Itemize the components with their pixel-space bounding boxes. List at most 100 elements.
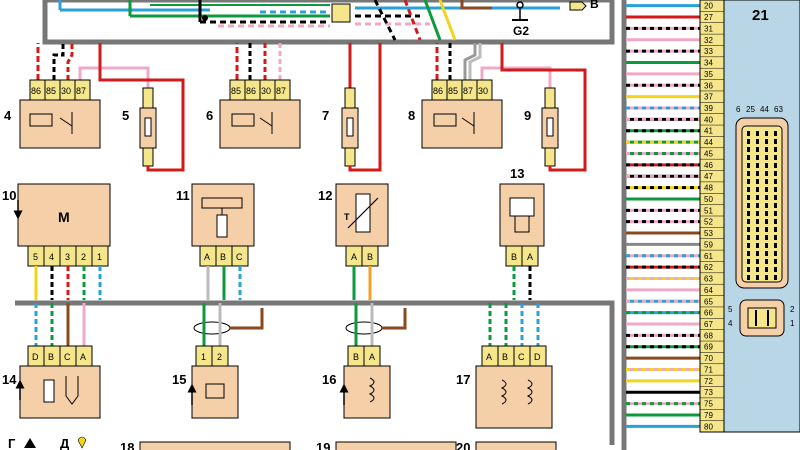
sensor-17: A B C D 17 (456, 303, 553, 429)
ecu-connector-contact (774, 187, 777, 192)
ecu-pin-61: 61 (704, 252, 713, 261)
sensor-16-pin-b: B (353, 352, 359, 362)
ecu-connector-contact (774, 171, 777, 176)
label-21: 21 (752, 7, 769, 24)
temperature-symbol: T (344, 212, 350, 222)
ecu-connector-contact (774, 195, 777, 200)
ecu-pin-36: 36 (704, 81, 713, 90)
motor-10-pin-1: 1 (97, 252, 102, 262)
ecu-conn-left-4: 4 (728, 319, 733, 328)
ground-g2: G2 (512, 1, 529, 38)
ecu-connector-contact (765, 251, 768, 256)
ecu-connector-contact (774, 267, 777, 272)
relay-8-pin-85: 85 (448, 86, 458, 96)
relay-8-pin-30: 30 (478, 86, 488, 96)
ecu-connector-contact (747, 139, 750, 144)
ecu-connector-contact (765, 179, 768, 184)
ecu-conn-top-6: 6 (736, 105, 741, 114)
ecu-connector-contact (756, 243, 759, 248)
ecu-conn-top-25: 25 (746, 105, 755, 114)
fuse-5: 5 (98, 43, 185, 172)
ecu-connector-contact (774, 235, 777, 240)
ecu-connector-contact (747, 155, 750, 160)
motor-symbol: M (58, 209, 70, 225)
sensor-16: B A 16 (322, 303, 407, 419)
label-12: 12 (318, 188, 332, 203)
ecu-connector-contact (756, 203, 759, 208)
label-13: 13 (510, 166, 524, 181)
label-15: 15 (172, 372, 186, 387)
ecu-pin-67: 67 (704, 320, 713, 329)
fuse-7: 7 (322, 43, 382, 172)
ecu-pin-51: 51 (704, 206, 713, 215)
ecu-conn-top-44: 44 (760, 105, 769, 114)
ecu-pin-47: 47 (704, 172, 713, 181)
ecu-connector-contact (774, 139, 777, 144)
sensor-13: B A 13 (499, 166, 545, 300)
ecu-pin-31: 31 (704, 24, 713, 33)
label-18: 18 (120, 440, 134, 450)
ecu-connector-contact (774, 227, 777, 232)
ecu-connector-contact (774, 203, 777, 208)
connector-b-label: B (590, 0, 599, 11)
ecu-connector-contact (756, 235, 759, 240)
ecu-pin-39: 39 (704, 104, 713, 113)
top-wire-bundle (42, 0, 615, 45)
ecu-connector-contact (747, 211, 750, 216)
relay-6-pin-86: 86 (246, 86, 256, 96)
ecu-connector-contact (756, 171, 759, 176)
sensor-12: T A B 12 (318, 183, 389, 300)
sensor-11-pin-c: C (236, 252, 243, 262)
sensor-15-pin-1: 1 (201, 352, 206, 362)
motor-10-pin-4: 4 (49, 252, 54, 262)
fuse-9: 9 (500, 43, 587, 172)
ecu-connector-contact (747, 243, 750, 248)
ecu-connector-contact (765, 171, 768, 176)
ecu-connector-contact (756, 147, 759, 152)
relay-6-pin-85: 85 (231, 86, 241, 96)
relay-4-pin-87: 87 (76, 86, 86, 96)
ecu-connector-contact (756, 219, 759, 224)
ecu-pin-45: 45 (704, 149, 713, 158)
ecu-connector-contact (756, 227, 759, 232)
sensor-17-pin-b: B (502, 352, 508, 362)
ecu-connector-contact (747, 219, 750, 224)
relay-6-pin-30: 30 (261, 86, 271, 96)
middle-wire-bundle (15, 300, 615, 445)
ecu-connector-contact (756, 251, 759, 256)
ground-g2-label: G2 (513, 24, 529, 38)
ecu-connector-contact (765, 139, 768, 144)
ecu-conn-right-2: 2 (790, 305, 795, 314)
label-16: 16 (322, 372, 336, 387)
label-4: 4 (4, 108, 12, 123)
ecu-connector-contact (747, 187, 750, 192)
bottom-components: 18 19 20 Г Д (8, 436, 557, 450)
ecu-connector-contact (774, 251, 777, 256)
motor-10-pin-5: 5 (33, 252, 38, 262)
ecu-pin-62: 62 (704, 263, 713, 272)
label-10: 10 (2, 188, 16, 203)
ecu-connector-contact (765, 235, 768, 240)
ecu-connector-contact (756, 179, 759, 184)
ecu-pin-73: 73 (704, 388, 713, 397)
sensor-17-pin-d: D (534, 352, 541, 362)
label-g: Г (8, 436, 16, 450)
sensor-14-pin-a: A (80, 352, 86, 362)
ecu-conn-right-1: 1 (790, 319, 795, 328)
ecu-pin-79: 79 (704, 411, 713, 420)
ecu-connector-contact (747, 259, 750, 264)
ecu-connector-contact (765, 211, 768, 216)
ecu-connector-contact (756, 187, 759, 192)
ecu-conn-top-63: 63 (774, 105, 783, 114)
label-d: Д (60, 436, 70, 450)
motor-10: M 5 4 3 2 1 10 (2, 183, 111, 300)
ecu-connector-contact (747, 203, 750, 208)
ecu-connector-contact (747, 275, 750, 280)
ecu-connector-contact (774, 163, 777, 168)
ecu-connector-contact (765, 219, 768, 224)
ecu-pin-20: 20 (704, 2, 713, 11)
ecu-pin-35: 35 (704, 70, 713, 79)
sensor-15-pin-2: 2 (217, 352, 222, 362)
ecu-connector-contact (747, 131, 750, 136)
